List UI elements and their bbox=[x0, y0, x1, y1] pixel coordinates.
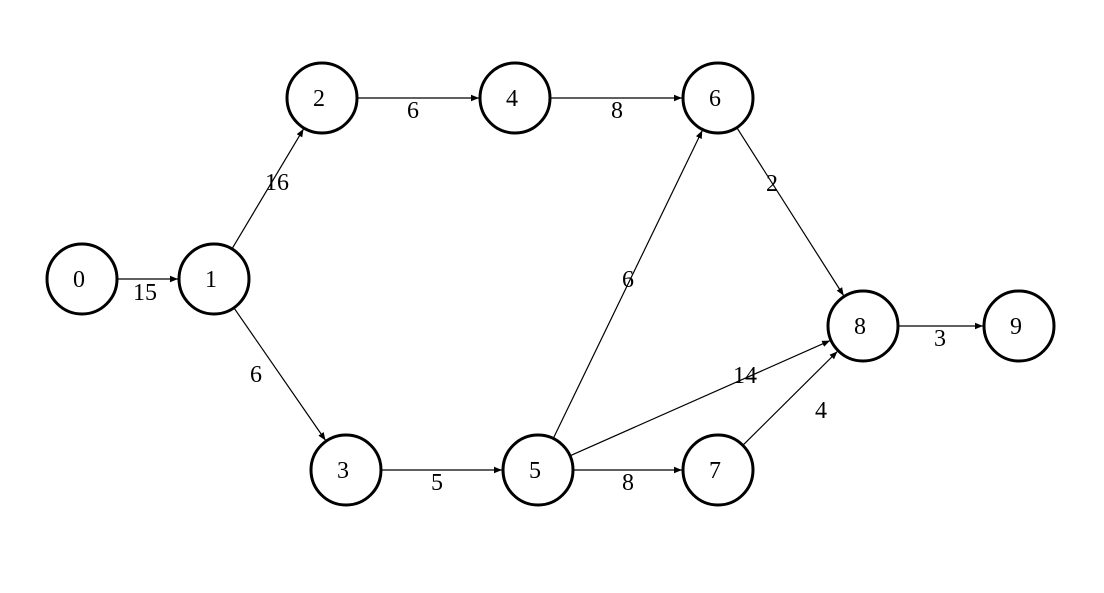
edge-label-5-6: 6 bbox=[622, 267, 634, 293]
node-circle-0 bbox=[45, 242, 119, 316]
node-9: 9 bbox=[982, 289, 1056, 363]
node-label-3: 3 bbox=[337, 458, 349, 484]
edge-1-3 bbox=[233, 307, 327, 441]
edge-label-1-3: 6 bbox=[250, 362, 262, 388]
edge-1-2 bbox=[231, 128, 305, 250]
node-label-8: 8 bbox=[854, 314, 866, 340]
node-circle-6 bbox=[681, 61, 755, 135]
edge-label-5-8: 14 bbox=[733, 363, 757, 389]
edge-label-5-7: 8 bbox=[622, 470, 634, 496]
node-8: 8 bbox=[826, 289, 900, 363]
node-circle-9 bbox=[982, 289, 1056, 363]
node-7: 7 bbox=[681, 433, 755, 507]
edge-label-6-8: 2 bbox=[766, 171, 778, 197]
edges-layer bbox=[117, 94, 983, 474]
node-3: 3 bbox=[309, 433, 383, 507]
edge-label-0-1: 15 bbox=[133, 280, 157, 306]
node-circle-4 bbox=[478, 61, 552, 135]
edge-label-2-4: 6 bbox=[407, 98, 419, 124]
edge-label-1-2: 16 bbox=[265, 170, 289, 196]
nodes-layer: 0 1 2 3 4 5 6 7 8 9 bbox=[45, 61, 1056, 507]
edge-label-3-5: 5 bbox=[431, 470, 443, 496]
edge-5-8 bbox=[569, 340, 831, 457]
node-circle-3 bbox=[309, 433, 383, 507]
node-0: 0 bbox=[45, 242, 119, 316]
node-4: 4 bbox=[478, 61, 552, 135]
node-label-9: 9 bbox=[1010, 314, 1022, 340]
node-label-2: 2 bbox=[313, 86, 325, 112]
node-circle-5 bbox=[501, 433, 575, 507]
node-circle-1 bbox=[177, 242, 251, 316]
edge-label-7-8: 4 bbox=[815, 398, 827, 424]
edge-5-6 bbox=[552, 130, 703, 439]
edge-label-8-9: 3 bbox=[934, 326, 946, 352]
node-circle-7 bbox=[681, 433, 755, 507]
node-label-6: 6 bbox=[709, 86, 721, 112]
edge-7-8 bbox=[742, 350, 838, 446]
node-label-0: 0 bbox=[73, 267, 85, 293]
node-label-7: 7 bbox=[709, 458, 721, 484]
node-6: 6 bbox=[681, 61, 755, 135]
node-1: 1 bbox=[177, 242, 251, 316]
node-2: 2 bbox=[285, 61, 359, 135]
node-label-4: 4 bbox=[506, 86, 518, 112]
node-5: 5 bbox=[501, 433, 575, 507]
node-label-1: 1 bbox=[205, 267, 217, 293]
node-circle-2 bbox=[285, 61, 359, 135]
node-circle-8 bbox=[826, 289, 900, 363]
edge-label-4-6: 8 bbox=[611, 98, 623, 124]
edge-6-8 bbox=[736, 127, 845, 296]
node-label-5: 5 bbox=[529, 458, 541, 484]
